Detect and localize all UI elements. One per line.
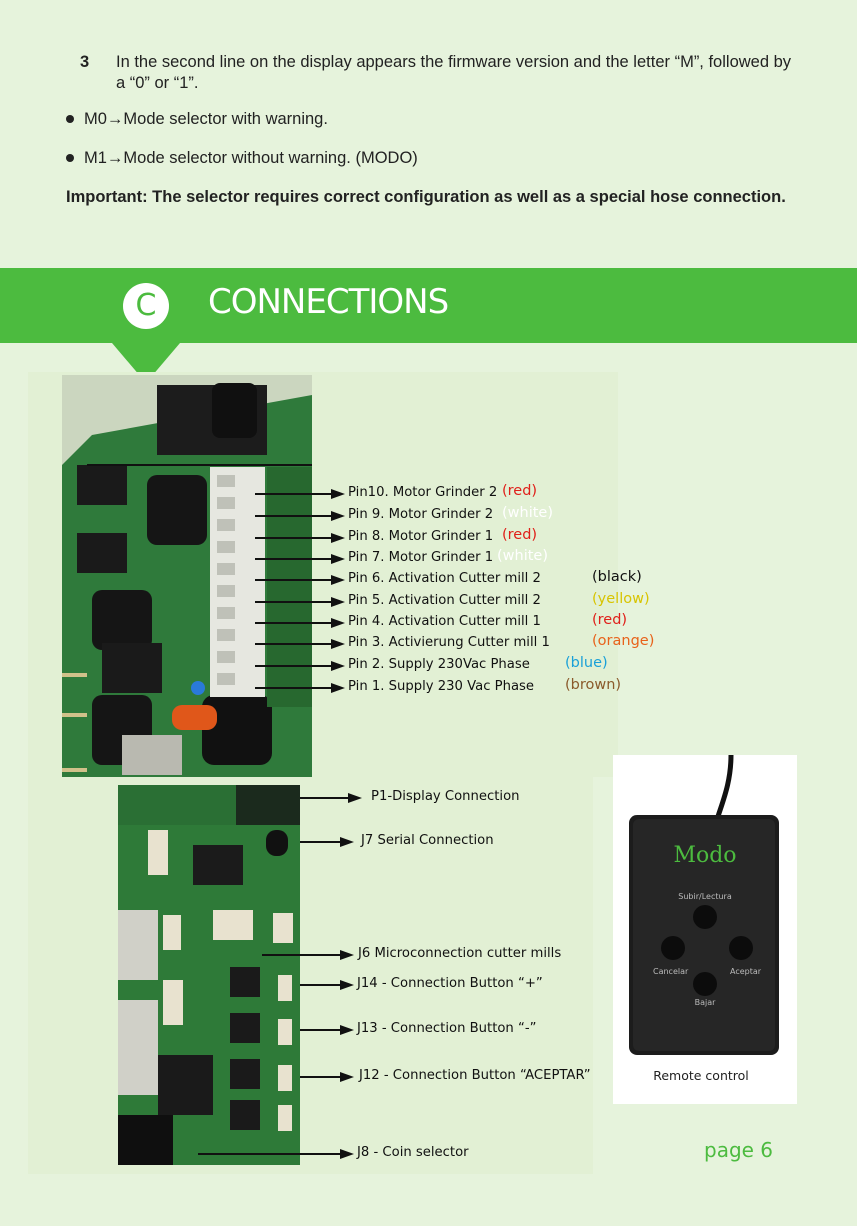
connector-label: J14 - Connection Button “+”	[357, 976, 543, 991]
pin-pointer-line	[255, 515, 331, 517]
connector-pointer-line	[300, 984, 340, 986]
pin-label: Pin 2. Supply 230Vac Phase	[348, 657, 530, 672]
remote-button-down-label: Bajar	[694, 998, 716, 1007]
bullet-code: M0	[84, 110, 107, 128]
connector-label: J6 Microconnection cutter mills	[358, 946, 562, 961]
bullet-m0: M0→Mode selector with warning.	[66, 110, 328, 129]
pin-pointer-line	[255, 537, 331, 539]
pin-wire-color: (red)	[502, 483, 538, 499]
section-title: CONNECTIONS	[208, 282, 449, 322]
arrow-head-icon	[331, 683, 345, 693]
arrow-head-icon	[331, 575, 345, 585]
arrow-head-icon	[331, 618, 345, 628]
bullet-dot-icon	[66, 114, 74, 123]
pin-wire-color: (red)	[592, 612, 628, 628]
pin-pointer-line	[255, 558, 331, 560]
connector-pointer-line	[300, 797, 348, 799]
arrow-head-icon	[331, 661, 345, 671]
pin-label: Pin 4. Activation Cutter mill 1	[348, 614, 541, 629]
pin-pointer-line	[255, 643, 331, 645]
arrow-head-icon	[331, 554, 345, 564]
pin-label: Pin 9. Motor Grinder 2	[348, 507, 494, 522]
remote-caption: Remote control	[653, 1068, 749, 1083]
pin-wire-color: (blue)	[565, 655, 608, 671]
arrow-head-icon	[331, 597, 345, 607]
remote-button-accept-label: Aceptar	[730, 967, 762, 976]
arrow-right-icon: →	[106, 149, 124, 167]
arrow-head-icon	[340, 950, 354, 960]
connector-pointer-line	[300, 841, 340, 843]
arrow-head-icon	[331, 511, 345, 521]
connector-pointer-line	[262, 954, 340, 956]
connector-label: J12 - Connection Button “ACEPTAR”	[359, 1068, 591, 1083]
pin-wire-color: (white)	[502, 505, 553, 521]
remote-control-figure: Modo Subir/Lectura Cancelar Aceptar Baja…	[613, 754, 797, 1104]
pin-wire-color: (orange)	[592, 633, 655, 649]
control-board-photo	[118, 785, 300, 1165]
important-note: Important: The selector requires correct…	[66, 188, 786, 206]
arrow-head-icon	[340, 980, 354, 990]
remote-button-up-label: Subir/Lectura	[678, 892, 732, 901]
arrow-head-icon	[340, 1149, 354, 1159]
bullet-code: M1	[84, 149, 107, 167]
pin-pointer-line	[255, 665, 331, 667]
pin-label: Pin10. Motor Grinder 2	[348, 485, 498, 500]
arrow-head-icon	[340, 1025, 354, 1035]
pin-label: Pin 6. Activation Cutter mill 2	[348, 571, 541, 586]
arrow-head-icon	[331, 489, 345, 499]
pin-pointer-line	[255, 601, 331, 603]
bullet-text: Mode selector with warning.	[123, 110, 328, 128]
connector-pointer-line	[198, 1153, 340, 1155]
arrow-head-icon	[340, 1072, 354, 1082]
arrow-head-icon	[348, 793, 362, 803]
section-letter: C	[123, 283, 169, 329]
pin-wire-color: (black)	[592, 569, 642, 585]
pin-pointer-line	[255, 493, 331, 495]
arrow-right-icon: →	[106, 110, 124, 128]
pin-pointer-line	[255, 579, 331, 581]
pin-wire-color: (red)	[502, 527, 538, 543]
bullet-m1: M1→Mode selector without warning. (MODO)	[66, 149, 418, 168]
arrow-head-icon	[331, 639, 345, 649]
pin-label: Pin 3. Activierung Cutter mill 1	[348, 635, 550, 650]
connector-pointer-line	[300, 1029, 340, 1031]
connector-pointer-line	[300, 1076, 340, 1078]
arrow-head-icon	[331, 533, 345, 543]
remote-brand-logo: Modo	[673, 843, 737, 868]
step-text: In the second line on the display appear…	[116, 53, 792, 92]
remote-button-cancel-label: Cancelar	[653, 967, 689, 976]
pin-pointer-line	[255, 622, 331, 624]
connector-label: J8 - Coin selector	[357, 1145, 469, 1160]
pin-label: Pin 7. Motor Grinder 1	[348, 550, 494, 565]
bullet-text: Mode selector without warning. (MODO)	[123, 149, 418, 167]
pin-label: Pin 8. Motor Grinder 1	[348, 529, 494, 544]
bullet-dot-icon	[66, 153, 74, 162]
connector-label: P1-Display Connection	[371, 789, 520, 804]
connector-label: J13 - Connection Button “-”	[357, 1021, 537, 1036]
pin-label: Pin 1. Supply 230 Vac Phase	[348, 679, 535, 694]
arrow-head-icon	[340, 837, 354, 847]
pin-pointer-line	[255, 687, 331, 689]
pin-label: Pin 5. Activation Cutter mill 2	[348, 593, 541, 608]
pin-wire-color: (brown)	[565, 677, 622, 693]
relay-board-photo	[62, 375, 312, 778]
pin-wire-color: (yellow)	[592, 591, 650, 607]
connector-label: J7 Serial Connection	[361, 833, 494, 848]
step-number: 3	[80, 53, 90, 71]
pin-wire-color: (white)	[497, 548, 548, 564]
page-number: page 6	[704, 1138, 774, 1162]
